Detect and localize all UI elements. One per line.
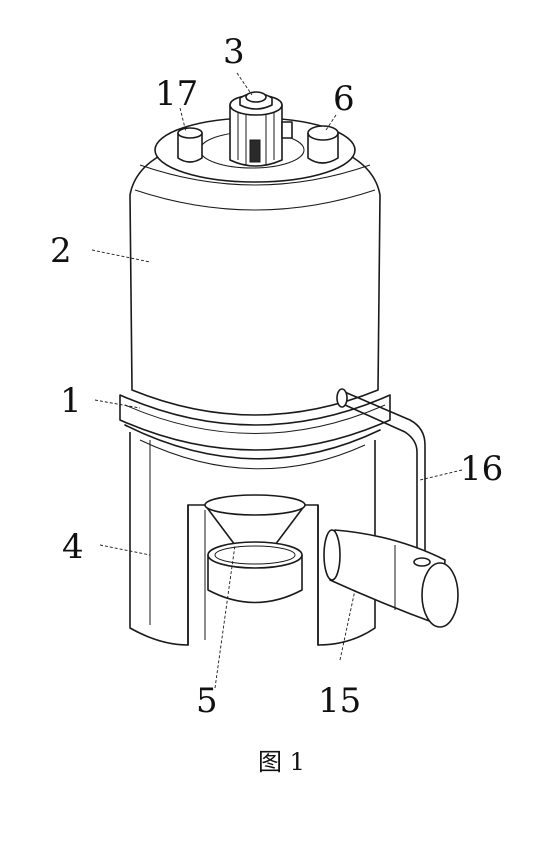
side-canister [323, 529, 459, 628]
leader-lines [91, 72, 463, 689]
label-5: 5 [196, 681, 218, 721]
label-2: 2 [50, 231, 72, 271]
motor [229, 91, 293, 167]
label-6: 6 [333, 79, 355, 119]
label-16: 16 [460, 449, 503, 489]
label-1: 1 [60, 381, 82, 421]
label-4: 4 [62, 527, 84, 567]
left-fitting [177, 127, 203, 163]
label-17: 17 [155, 74, 198, 114]
label-15: 15 [318, 681, 361, 721]
main-body [129, 134, 381, 416]
cone-hopper [204, 494, 306, 546]
right-fitting [307, 125, 339, 164]
collection-cup [207, 541, 303, 604]
flange [119, 394, 391, 470]
pipe [336, 388, 426, 561]
figure-caption: 图 1 [258, 748, 305, 776]
label-3: 3 [223, 32, 245, 72]
